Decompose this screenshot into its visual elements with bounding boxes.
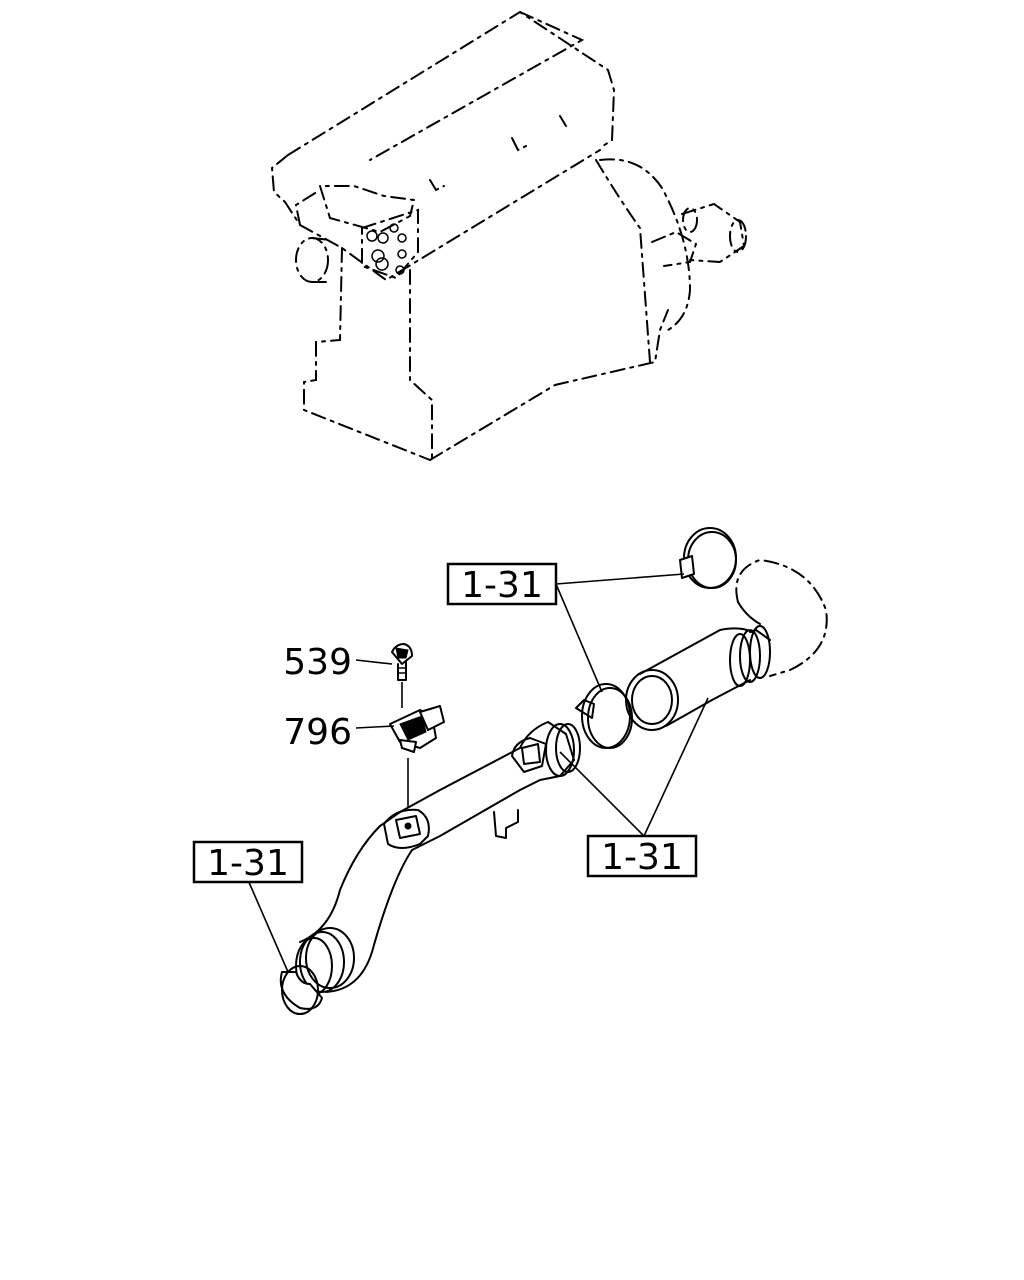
part-label-539: 539 [283,642,352,683]
reference-text: 1-31 [601,837,683,878]
reference-text: 1-31 [207,843,289,884]
screw-539 [391,643,413,681]
air-duct-assembly [279,527,828,1015]
engine-block-outline [270,10,747,461]
part-label-796: 796 [283,712,352,753]
reference-label-left: 1-31 [192,840,304,884]
part-number-text: 539 [283,642,352,683]
part-number-text: 796 [283,712,352,753]
sensor-796 [389,682,445,808]
reference-label-top-right: 1-31 [446,562,558,606]
leader-lines [247,573,709,973]
reference-text: 1-31 [461,565,543,606]
reference-label-bottom-right: 1-31 [586,834,698,878]
